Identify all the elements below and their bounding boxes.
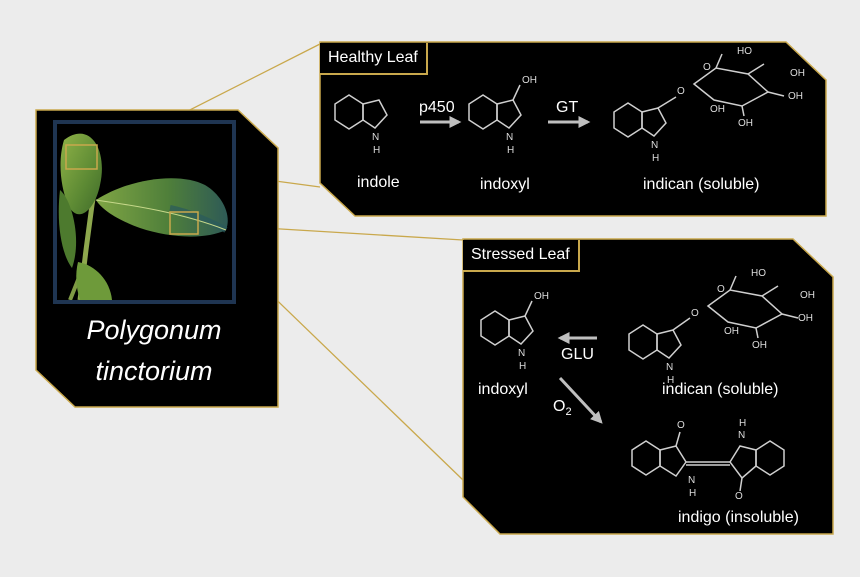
atom-h-indican: H [652, 153, 660, 164]
atom-o-indican-stressed-ring: O [717, 284, 725, 295]
stressed-leaf-title: Stressed Leaf [463, 240, 580, 272]
enzyme-p450: p450 [419, 99, 455, 116]
label-indican: indican (soluble) [643, 176, 760, 193]
atom-o-indican-ring: O [703, 62, 711, 73]
structure-indoxyl-stressed [480, 300, 534, 346]
atom-h-indigo-right: H [739, 418, 747, 429]
atom-h-indoxyl-stressed: H [519, 361, 527, 372]
structure-indican [613, 53, 785, 138]
atom-h-indoxyl: H [507, 145, 515, 156]
leaf-photo [53, 120, 236, 304]
atom-n-indican: N [651, 140, 659, 151]
label-indigo: indigo (insoluble) [678, 509, 799, 526]
atom-n-indigo-right: N [738, 430, 746, 441]
enzyme-glu: GLU [561, 346, 594, 363]
atom-oh-indican-4: OH [710, 104, 725, 115]
healthy-leaf-title: Healthy Leaf [320, 43, 428, 75]
atom-ho-indican-stressed: HO [751, 268, 766, 279]
label-indole: indole [357, 174, 400, 191]
atom-n-indoxyl: N [506, 132, 514, 143]
atom-oh-indican-stressed-1: OH [800, 290, 815, 301]
atom-n-indole: N [372, 132, 380, 143]
atom-n-indican-stressed: N [666, 362, 674, 373]
arrow-o2 [558, 376, 603, 424]
oxidant-o2: O2 [553, 398, 572, 418]
atom-h-indican-stressed: H [667, 375, 675, 386]
species-name-line1: Polygonum [86, 315, 222, 345]
atom-oh-indican-1: OH [790, 68, 805, 79]
label-indoxyl: indoxyl [480, 176, 530, 193]
structure-indigo [631, 431, 785, 492]
atom-oh-indican-3: OH [738, 118, 753, 129]
atom-o-indigo-bottom: O [735, 491, 743, 502]
structure-indican-stressed [628, 275, 799, 360]
healthy-panel [319, 41, 827, 217]
atom-o-indican-link: O [677, 86, 685, 97]
atom-oh-indican-stressed-2: OH [798, 313, 813, 324]
atom-o-indican-stressed-link: O [691, 308, 699, 319]
enzyme-gt: GT [556, 99, 579, 116]
oxidant-o2-base: O [553, 398, 566, 415]
atom-oh-indican-stressed-3: OH [752, 340, 767, 351]
atom-n-indigo-left: N [688, 475, 696, 486]
atom-oh-indican-2: OH [788, 91, 803, 102]
label-indican-stressed: indican (soluble) [662, 381, 779, 398]
structure-indoxyl [468, 84, 522, 130]
atom-ho-indican: HO [737, 46, 752, 57]
structure-indole [334, 94, 388, 130]
label-indoxyl-stressed: indoxyl [478, 381, 528, 398]
atom-oh-indoxyl-stressed: OH [534, 291, 549, 302]
atom-h-indigo-left: H [689, 488, 697, 499]
species-name-line2: tinctorium [95, 356, 213, 386]
stressed-panel [462, 238, 834, 535]
atom-o-indigo-top: O [677, 420, 685, 431]
atom-oh-indican-stressed-4: OH [724, 326, 739, 337]
atom-n-indoxyl-stressed: N [518, 348, 526, 359]
oxidant-o2-sub: 2 [565, 406, 572, 419]
atom-oh-indoxyl: OH [522, 75, 537, 86]
atom-h-indole: H [373, 145, 381, 156]
